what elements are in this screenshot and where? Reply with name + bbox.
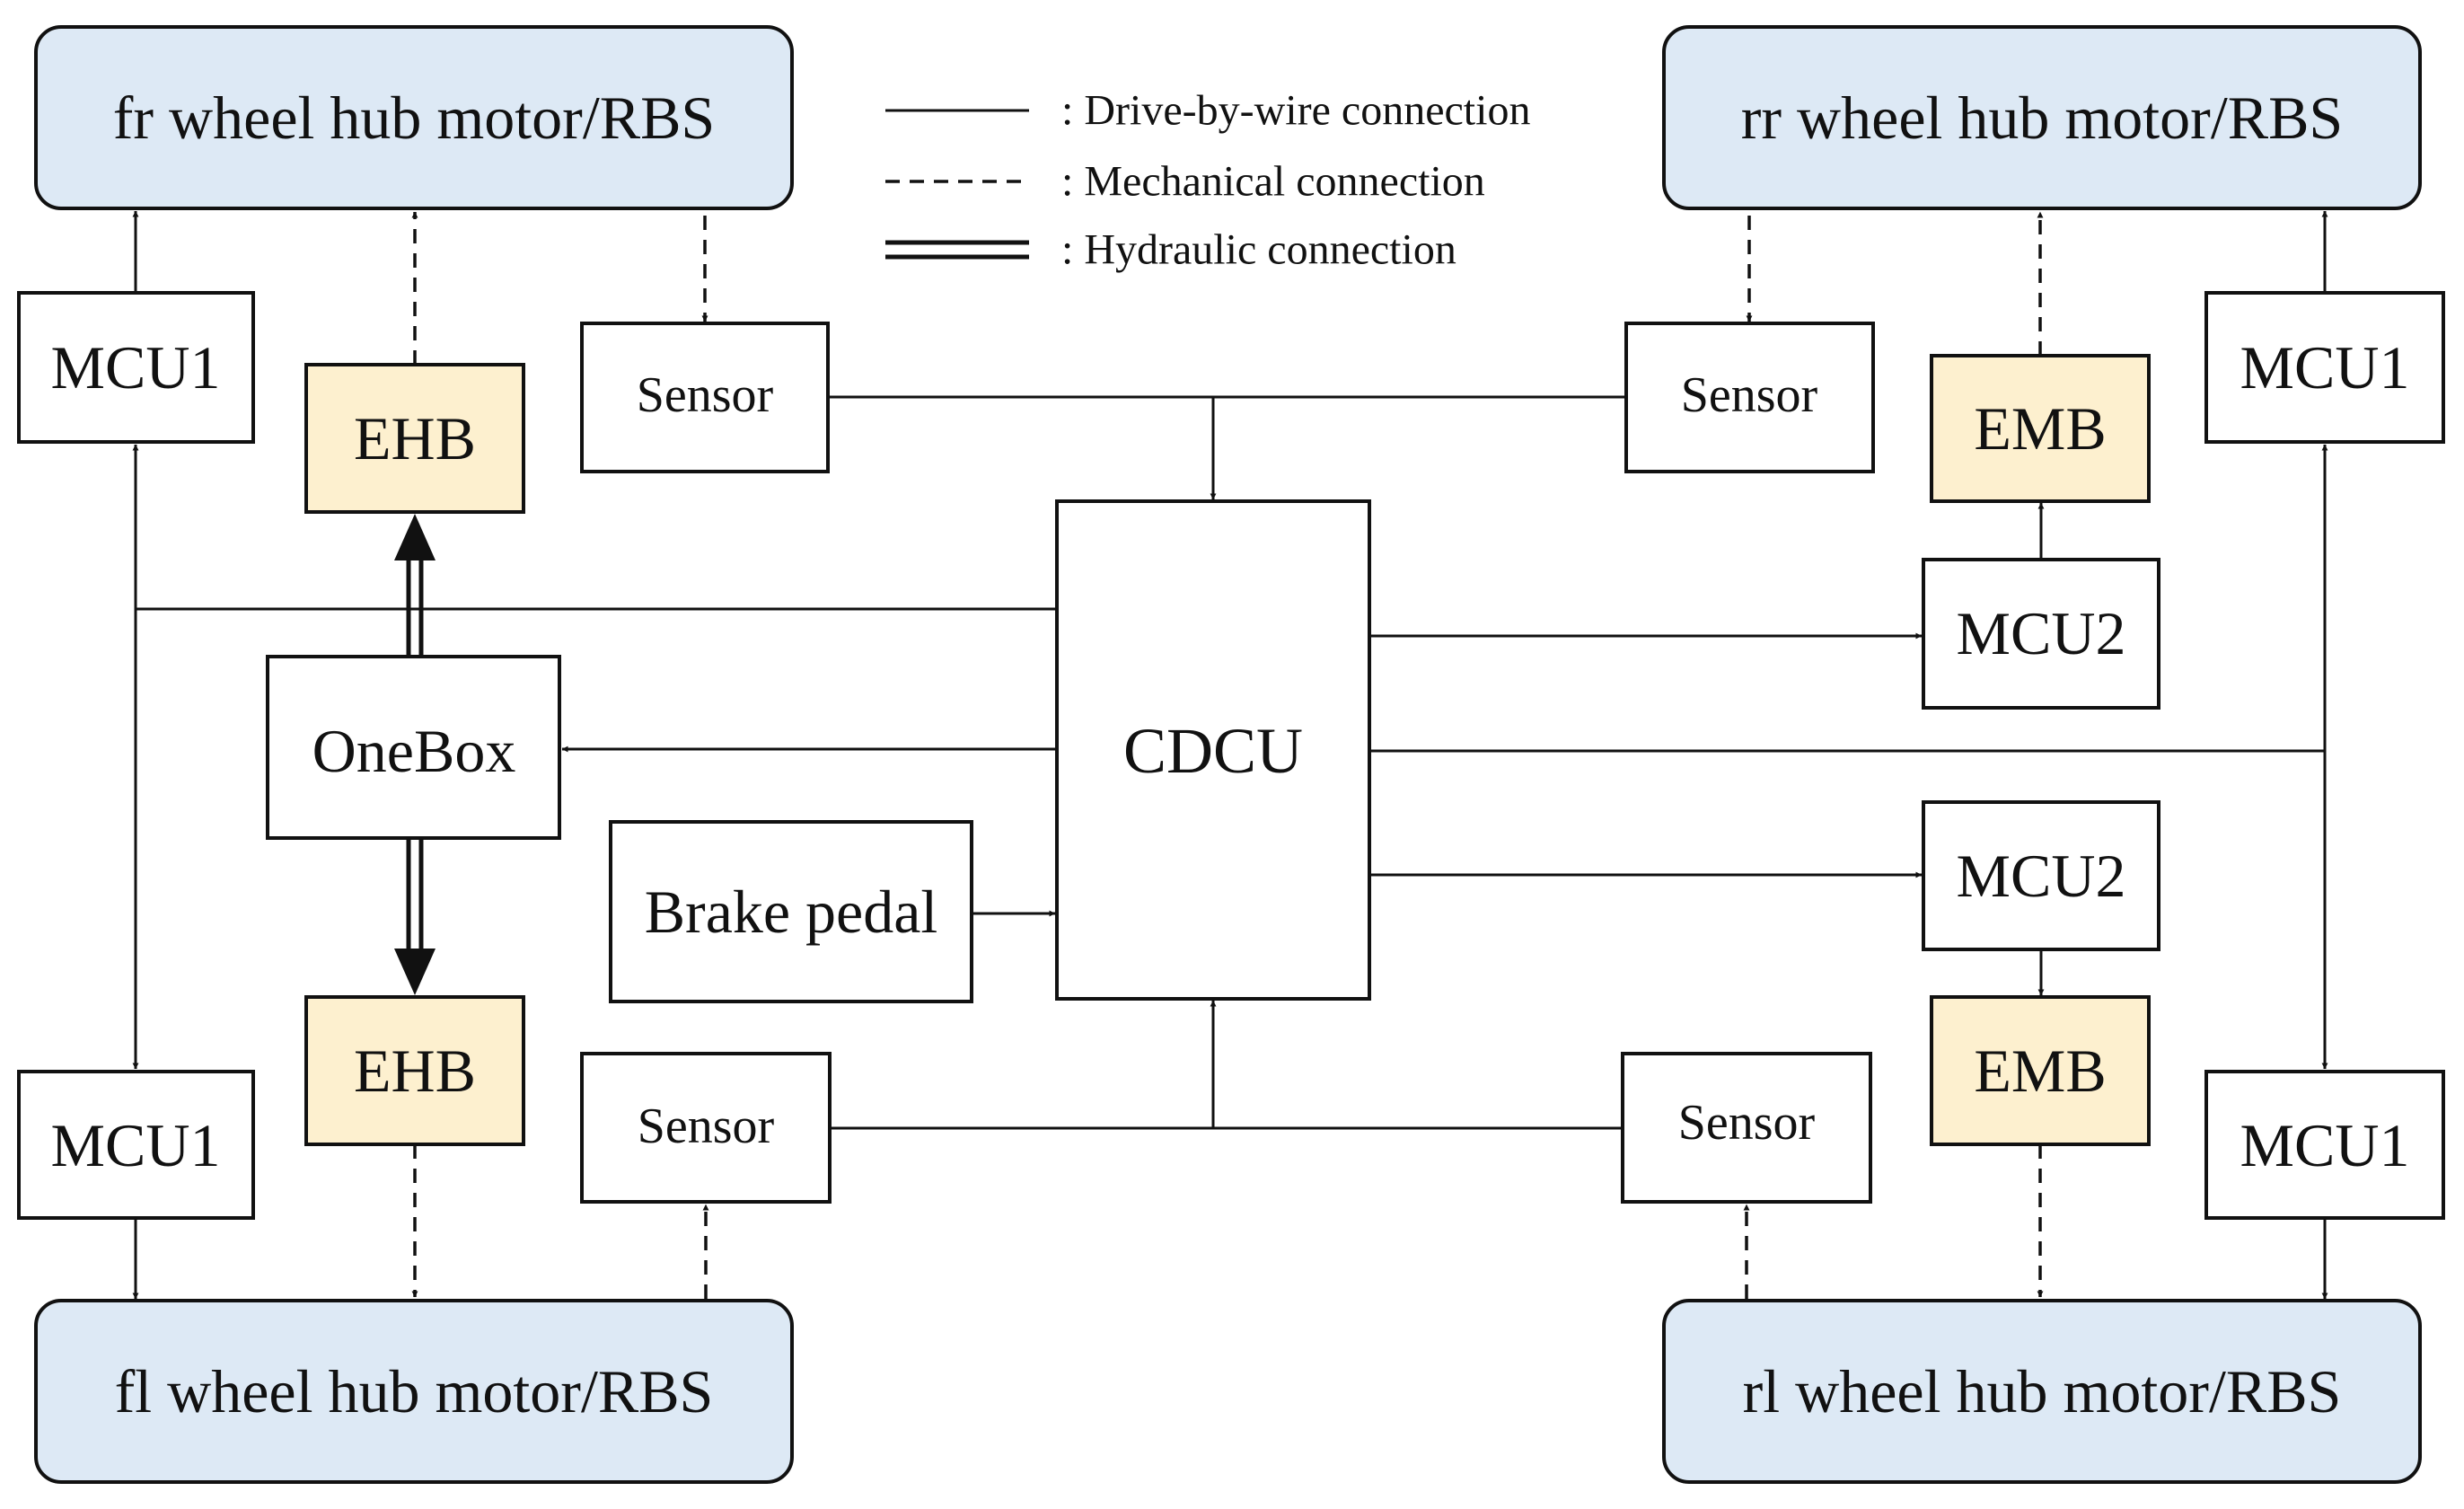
drive-by-wire-connections [132,210,2328,1300]
wheel-fl-label: fl wheel hub motor/RBS [115,1357,714,1425]
ehb-top: EHB [304,363,525,514]
emb-bottom-label: EMB [1974,1037,2106,1105]
mcu1-bottom-right-label: MCU1 [2240,1111,2410,1179]
sensor-top-left-label: Sensor [637,367,774,423]
mcu2-bottom-label: MCU2 [1957,842,2126,910]
brake-pedal: Brake pedal [609,820,973,1003]
wheel-rl: rl wheel hub motor/RBS [1662,1299,2422,1484]
cdcu: CDCU [1055,499,1371,1001]
mcu1-top-right-label: MCU1 [2240,333,2410,402]
cdcu-label: CDCU [1123,715,1303,787]
sensor-bottom-right: Sensor [1621,1052,1872,1204]
wheel-fl: fl wheel hub motor/RBS [34,1299,794,1484]
sensor-bottom-left-label: Sensor [638,1099,775,1154]
legend-hydraulic-label: : Hydraulic connection [1061,226,1456,274]
ehb-top-label: EHB [354,404,476,472]
sensor-bottom-left: Sensor [580,1052,832,1204]
legend-hydraulic-line [885,240,1029,260]
sensor-top-left: Sensor [580,322,830,473]
wheel-rr: rr wheel hub motor/RBS [1662,25,2422,210]
ehb-bottom: EHB [304,995,525,1146]
wheel-fr-label: fr wheel hub motor/RBS [113,84,716,152]
onebox: OneBox [266,655,561,840]
wheel-fr: fr wheel hub motor/RBS [34,25,794,210]
legend: : Drive-by-wire connection : Mechanical … [885,87,1530,274]
onebox-label: OneBox [312,717,516,785]
mcu2-top-label: MCU2 [1957,599,2126,667]
mcu1-top-right: MCU1 [2204,291,2445,444]
ehb-bottom-label: EHB [354,1037,476,1105]
mechanical-connections [411,211,2044,1299]
hydraulic-onebox-to-ehb-top [394,514,436,657]
mcu1-top-left: MCU1 [17,291,255,444]
mcu1-bottom-left-label: MCU1 [51,1111,221,1179]
hydraulic-connections [394,514,436,995]
sensor-bottom-right-label: Sensor [1678,1095,1816,1151]
mcu1-bottom-right: MCU1 [2204,1070,2445,1220]
legend-mechanical-label: : Mechanical connection [1061,158,1485,206]
legend-drive-by-wire-label: : Drive-by-wire connection [1061,87,1530,135]
wheel-rr-label: rr wheel hub motor/RBS [1741,84,2344,152]
emb-bottom: EMB [1930,995,2151,1146]
brake-pedal-label: Brake pedal [645,878,938,946]
emb-top: EMB [1930,354,2151,503]
wheel-rl-label: rl wheel hub motor/RBS [1743,1357,2342,1425]
emb-top-label: EMB [1974,394,2106,463]
hydraulic-onebox-to-ehb-bottom [394,838,436,995]
mcu2-top: MCU2 [1922,558,2160,710]
mcu1-top-left-label: MCU1 [51,333,221,402]
mcu2-bottom: MCU2 [1922,800,2160,951]
sensor-top-right: Sensor [1624,322,1875,473]
sensor-top-right-label: Sensor [1681,367,1818,423]
mcu1-bottom-left: MCU1 [17,1070,255,1220]
